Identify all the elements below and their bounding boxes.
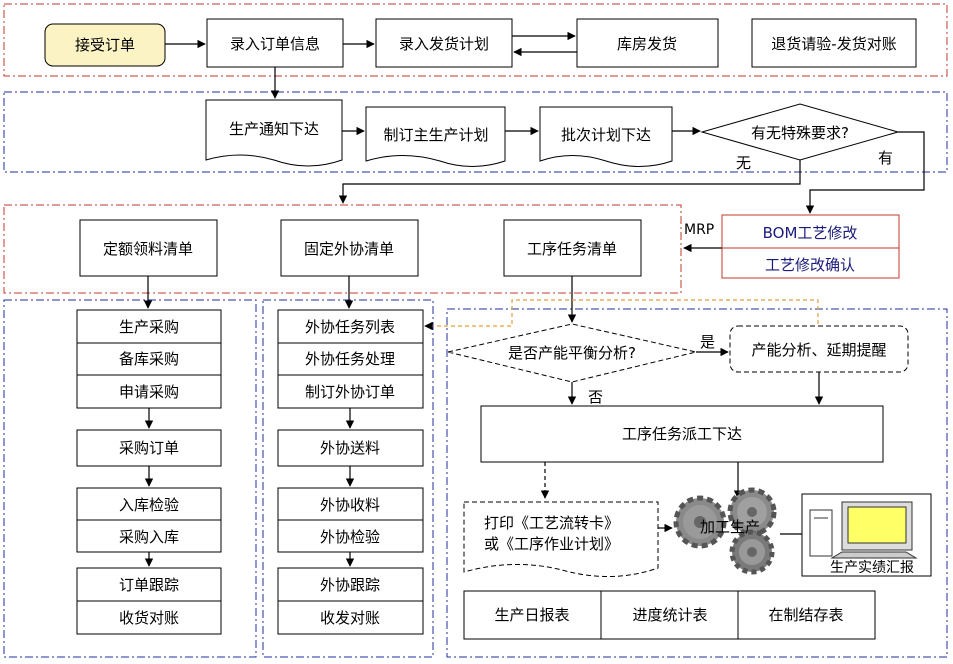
capacity-question-label: 是否产能平衡分析? (508, 344, 636, 362)
outsource-track-1: 外协跟踪 (320, 576, 380, 594)
report-daily: 生产日报表 (494, 606, 569, 624)
outsource-track-2: 收发对账 (320, 609, 380, 627)
region-plan (3, 91, 948, 173)
outsource-item-1: 外协任务列表 (305, 318, 395, 336)
processing-label: 加工生产 (700, 518, 760, 536)
master-plan-box (365, 106, 506, 167)
process-confirm-label: 工艺修改确认 (765, 256, 855, 274)
reports-box (463, 590, 876, 640)
purchase-item-2: 备库采购 (119, 350, 179, 368)
print-card-box (463, 501, 659, 577)
capacity-analysis-label: 产能分析、延期提醒 (751, 341, 886, 359)
gears-icon (673, 487, 777, 575)
orange-dashed-link (424, 299, 819, 331)
print-line-2: 或《工序作业计划》 (484, 535, 619, 553)
process-task-list-box (503, 219, 642, 277)
outsource-list-box (280, 219, 419, 277)
purchase-inspect-2: 采购入库 (119, 528, 179, 546)
purchase-inspect-1: 入库检验 (119, 496, 179, 514)
report-label: 生产实绩汇报 (830, 560, 914, 576)
master-plan-label: 制订主生产计划 (383, 126, 488, 144)
purchase-track-2: 收货对账 (119, 609, 179, 627)
outsource-item-3: 制订外协订单 (305, 383, 395, 401)
quota-list-label: 定额领料清单 (103, 240, 193, 258)
warehouse-label: 库房发货 (617, 35, 677, 53)
purchase-group-box (76, 309, 222, 409)
purchase-track-1: 订单跟踪 (119, 576, 179, 594)
report-wip: 在制结存表 (768, 606, 843, 624)
enter-order-box (206, 18, 344, 68)
outsource-receive-1: 外协收料 (320, 496, 380, 514)
batch-plan-label: 批次计划下达 (561, 126, 651, 144)
bom-box (721, 214, 900, 279)
print-line-1: 打印《工艺流转卡》 (484, 514, 619, 532)
warehouse-box (576, 18, 719, 68)
computer-icon (809, 501, 918, 559)
outsource-receive-2: 外协检验 (320, 528, 380, 546)
region-production (446, 308, 948, 658)
region-lists (3, 204, 682, 294)
region-outsource (262, 299, 434, 658)
dispatch-box (480, 405, 884, 463)
return-check-label: 退货请验-发货对账 (771, 35, 896, 53)
enter-delivery-box (375, 18, 513, 68)
no-special-label: 无 (736, 154, 751, 172)
capacity-question-diamond (447, 323, 697, 383)
quota-list-box (79, 219, 218, 277)
process-task-list-label: 工序任务清单 (527, 240, 617, 258)
bom-modify-label: BOM工艺修改 (763, 224, 858, 242)
outsource-send-label: 外协送料 (320, 439, 380, 457)
mrp-label: MRP (684, 222, 714, 238)
outsource-list-label: 固定外协清单 (304, 240, 394, 258)
accept-order-label: 接受订单 (75, 36, 135, 54)
batch-plan-box (539, 106, 673, 167)
yes-special-label: 有 (878, 149, 893, 167)
outsource-item-2: 外协任务处理 (305, 350, 395, 368)
purchase-order-box (76, 429, 222, 467)
special-requirement-label: 有无特殊要求? (751, 124, 849, 142)
arrow-yes-special (805, 131, 925, 214)
purchase-item-3: 申请采购 (119, 383, 179, 401)
enter-delivery-label: 录入发货计划 (399, 35, 489, 53)
capacity-no-label: 否 (588, 388, 603, 406)
arrow-no-special (338, 160, 801, 204)
region-order (3, 3, 948, 77)
outsource-group-box (277, 309, 424, 409)
production-notice-label: 生产通知下达 (229, 120, 319, 138)
report-progress: 进度统计表 (632, 606, 707, 624)
capacity-yes-label: 是 (700, 333, 715, 351)
return-check-box (751, 18, 917, 68)
purchase-order-label: 采购订单 (119, 439, 179, 457)
purchase-item-1: 生产采购 (119, 318, 179, 336)
enter-order-label: 录入订单信息 (230, 35, 320, 53)
accept-order-box (44, 23, 166, 67)
dispatch-label: 工序任务派工下达 (622, 425, 742, 443)
production-notice-box (205, 99, 343, 167)
